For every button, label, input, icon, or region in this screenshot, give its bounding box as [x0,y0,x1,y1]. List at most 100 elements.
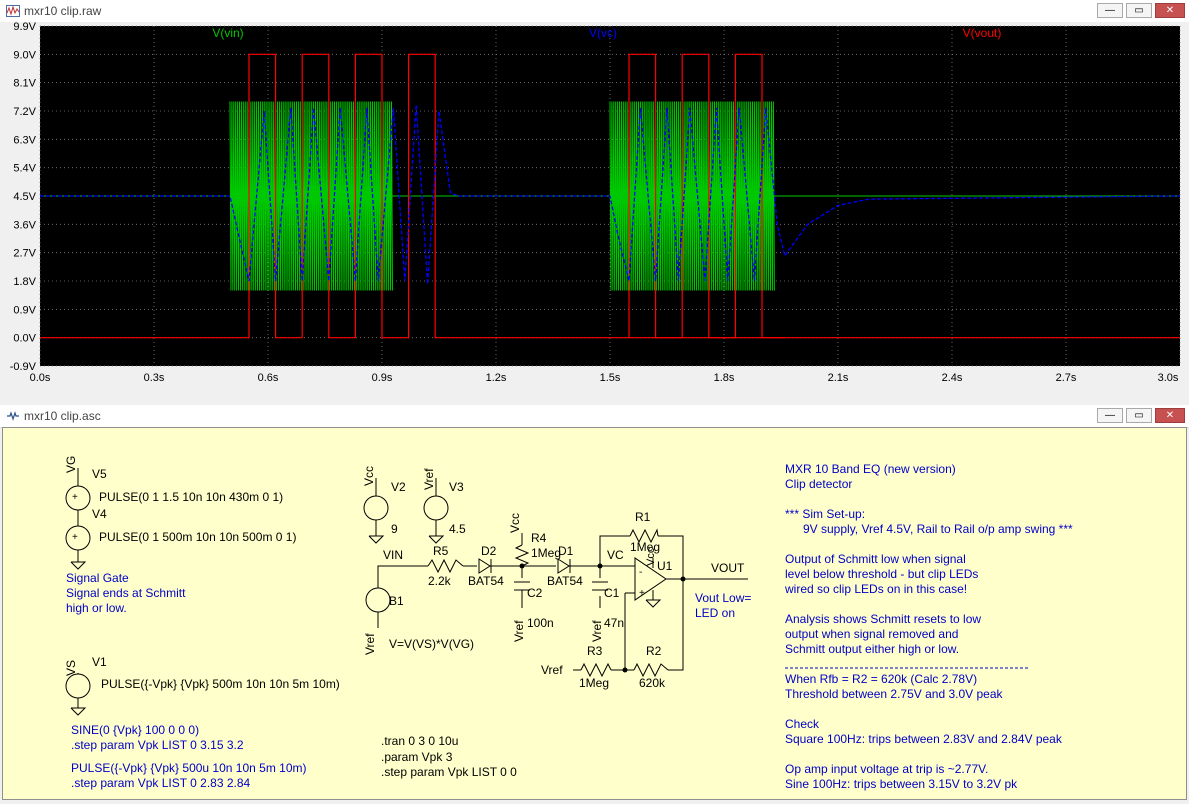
close-button[interactable]: ✕ [1155,3,1185,18]
r1-label: R1 [635,510,651,524]
waveform-icon [6,5,20,17]
plot-window: mxr10 clip.raw — ▭ ✕ -0.9V 0.0V 0.9V 1.8V 2.… [0,0,1189,395]
trace-vout-burst2 [628,53,785,339]
v5-label: V5 [92,467,107,481]
x-tick-label: 2.4s [942,372,963,384]
pulse-step: .step param Vpk LIST 0 2.83 2.84 [71,776,251,790]
capacitor-c1[interactable] [592,581,608,591]
source-v2[interactable] [363,478,389,544]
sine-directive: SINE(0 {Vpk} 100 0 0 0) [71,723,199,737]
note-line: Check [785,717,820,731]
y-tick-label: 2.7V [13,248,36,260]
schematic-titlebar[interactable]: mxr10 clip.asc — ▭ ✕ [0,405,1189,428]
x-tick-label: 0.6s [258,372,279,384]
x-tick-label: 1.5s [600,372,621,384]
net-label-vref: Vref [512,620,526,642]
x-tick-label: 0.9s [372,372,393,384]
v1-value: PULSE({-Vpk} {Vpk} 500m 10n 10n 5m 10m) [101,677,340,691]
r5-value: 2.2k [428,574,452,588]
ground-symbol [645,599,662,608]
trace-label[interactable]: V(vin) [212,26,243,40]
b1-value: V=V(VS)*V(VG) [389,637,474,651]
source-v1[interactable] [65,673,91,716]
v2-value: 9 [391,522,398,536]
restore-button[interactable]: ▭ [1126,3,1152,18]
sine-step: .step param Vpk LIST 0 3.15 3.2 [71,738,244,752]
vout-note-1: Vout Low= [695,591,751,605]
waveform-chart[interactable]: -0.9V0.0V0.9V1.8V2.7V3.6V4.5V5.4V6.3V7.2… [0,21,1189,392]
plot-titlebar[interactable]: mxr10 clip.raw — ▭ ✕ [0,0,1189,23]
restore-button[interactable]: ▭ [1126,408,1152,423]
junction-dot [622,667,628,673]
net-label-vc: VC [607,548,624,562]
v4-label: V4 [92,507,107,521]
schematic-drawing[interactable]: VG V5 PULSE(0 1 1.5 10n 10n 430m 0 1) V4… [3,428,1186,799]
diode-d2[interactable] [478,558,503,574]
r2-value: 620k [639,676,666,690]
x-tick-label: 0.3s [144,372,165,384]
net-label-vref: Vref [363,633,377,655]
note-line: *** Sim Set-up: [785,507,865,521]
v2-label: V2 [391,480,406,494]
note-gate-1: Signal Gate [66,571,129,585]
minimize-button[interactable]: — [1097,408,1123,423]
note-gate-3: high or low. [66,601,127,615]
resistor-r1[interactable] [629,528,659,544]
note-line: Op amp input voltage at trip is ~2.77V. [785,762,988,776]
y-tick-label: 1.8V [13,276,36,288]
c2-label: C2 [527,586,543,600]
close-button[interactable]: ✕ [1155,408,1185,423]
note-line: Threshold between 2.75V and 3.0V peak [785,687,1003,701]
b1-label: B1 [389,594,404,608]
x-tick-label: 2.7s [1056,372,1077,384]
x-tick-label: 3.0s [1158,372,1179,384]
resistor-r5[interactable] [427,558,464,574]
r3-label: R3 [587,644,603,658]
r4-label: R4 [531,531,547,545]
x-tick-label: 2.1s [828,372,849,384]
capacitor-c2[interactable] [514,581,530,596]
net-label-vcc: Vcc [362,466,376,486]
d2-label: D2 [481,544,497,558]
c1-value: 47n [604,616,624,630]
plot-window-title: mxr10 clip.raw [24,4,102,18]
resistor-r3[interactable] [580,662,612,678]
note-line: Square 100Hz: trips between 2.83V and 2.… [785,732,1063,746]
note-line: Analysis shows Schmitt resets to low [785,612,981,626]
r2-label: R2 [646,644,662,658]
net-label-vref: Vref [422,468,436,490]
v5-value: PULSE(0 1 1.5 10n 10n 430m 0 1) [99,490,283,504]
note-line: Clip detector [785,477,852,491]
plus-sign: + [639,588,645,599]
opamp-u1[interactable] [634,557,667,601]
plus-sign: + [72,492,78,503]
net-label-vref: Vref [590,620,604,642]
note-line: 9V supply, Vref 4.5V, Rail to Rail o/p a… [803,522,1073,536]
x-tick-label: 1.2s [486,372,507,384]
net-label-vs: VS [64,660,78,676]
schematic-canvas[interactable]: VG V5 PULSE(0 1 1.5 10n 10n 430m 0 1) V4… [2,427,1187,800]
y-tick-label: 3.6V [13,219,36,231]
param-directive: .param Vpk 3 [381,750,453,764]
minimize-button[interactable]: — [1097,3,1123,18]
resistor-r2[interactable] [633,662,669,678]
note-line: Sine 100Hz: trips between 3.15V to 3.2V … [785,777,1018,791]
y-tick-label: 0.9V [13,304,36,316]
d1-value: BAT54 [547,574,583,588]
trace-label[interactable]: V(vc) [589,26,617,40]
schematic-icon [7,411,19,421]
y-tick-label: 9.0V [13,49,36,61]
c2-value: 100n [527,616,554,630]
diode-d1[interactable] [557,558,581,574]
y-tick-label: -0.9V [10,361,37,373]
source-v3[interactable] [423,478,449,544]
y-tick-label: 0.0V [13,333,36,345]
notes-block: MXR 10 Band EQ (new version)Clip detecto… [784,462,1073,791]
source-b1[interactable] [365,583,391,628]
wire-signal [377,533,748,671]
resistor-r4[interactable] [514,544,530,567]
plus-sign: + [72,532,78,543]
source-v5[interactable] [65,468,91,570]
trace-label[interactable]: V(vout) [963,26,1002,40]
